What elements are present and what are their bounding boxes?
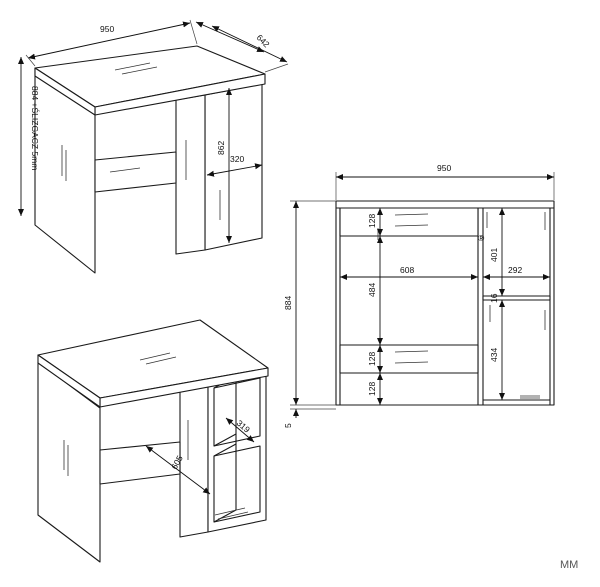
iso-cabinet-depth: 320: [230, 154, 244, 164]
registered-mark: ®: [478, 233, 485, 243]
front-plinth-label: 128: [367, 382, 377, 396]
iso-dimensions: 950 642 884 +ŚLIZGACZ 5mm 862 320: [18, 19, 289, 243]
front-shelf-lower-label: 434: [489, 348, 499, 362]
front-height-label: 884: [283, 296, 293, 310]
iso-cabinet-height: 862: [216, 141, 226, 155]
front-glide-label: 5: [283, 423, 293, 428]
front-shelf: [482, 295, 551, 301]
iso-desk-bottom: [37, 319, 269, 563]
front-cabinet: [477, 207, 555, 406]
cabinet-side: [175, 94, 206, 255]
b-cabinet-side: [179, 384, 209, 538]
front-drawer-top: [339, 207, 479, 237]
front-drawer-bottom-label: 128: [367, 352, 377, 366]
front-elevation: ®: [335, 200, 555, 406]
front-knee-label: 484: [367, 283, 377, 297]
front-width-label: 950: [437, 163, 451, 173]
front-shelf-thickness-label: 16: [489, 293, 499, 303]
iso-desk-top: [34, 45, 266, 274]
watermark: MM: [560, 559, 578, 571]
front-top: [335, 200, 555, 209]
front-shelf-upper-label: 401: [489, 248, 499, 262]
desktop-left-edge: [34, 67, 96, 116]
iso-height-note: 884 +ŚLIZGACZ 5mm: [30, 86, 41, 170]
front-dimensions: 950 884 5 128 484 128 128 608 401 292 16…: [283, 163, 555, 428]
front-inner-width-label: 608: [400, 265, 414, 275]
b-cabinet-opening-lower: [213, 445, 261, 523]
front-shelf-depth-label: 292: [508, 265, 522, 275]
iso-width-label: 950: [100, 24, 114, 34]
b-cabinet-opening-upper: [213, 377, 261, 447]
front-drawer-bottom: [339, 344, 479, 374]
iso-depth-label: 642: [255, 32, 272, 49]
modesty-panel: [94, 151, 177, 193]
b-desktop-left-edge: [37, 354, 101, 408]
front-left-panel: [335, 207, 341, 406]
front-drawer-top-label: 128: [367, 214, 377, 228]
